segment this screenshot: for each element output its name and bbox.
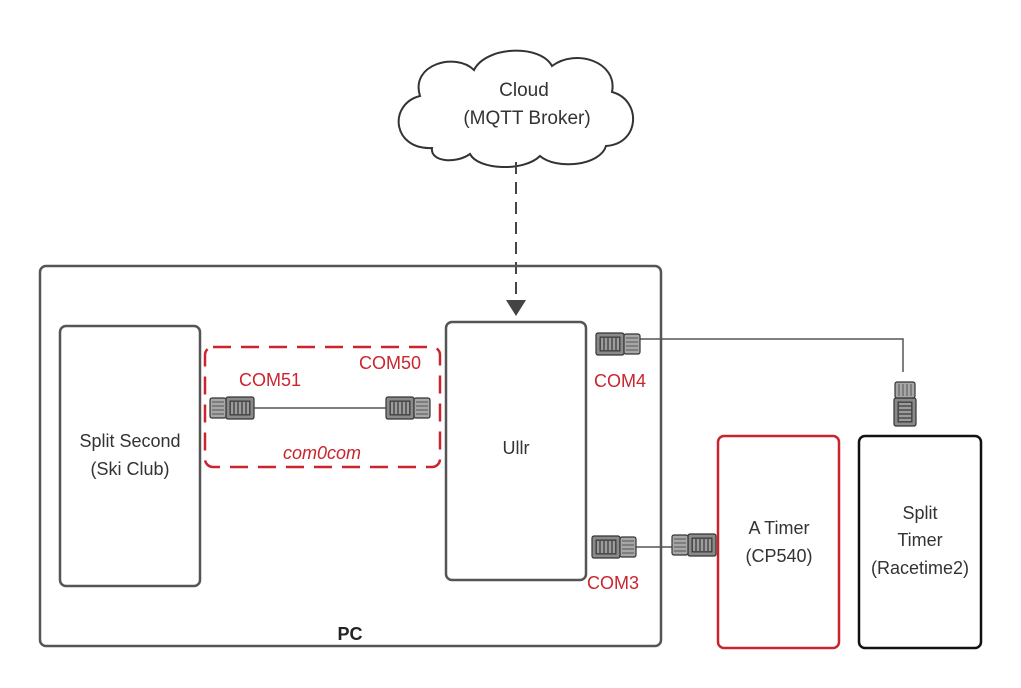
com50-connector-icon xyxy=(385,396,431,420)
split-timer-subtitle: (Racetime2) xyxy=(871,558,969,578)
com0com-box xyxy=(203,345,442,469)
cloud-node: Cloud (MQTT Broker) xyxy=(397,49,635,168)
split-timer-connector-icon xyxy=(893,381,917,427)
ullr-label: Ullr xyxy=(503,438,530,458)
split-timer-box xyxy=(857,434,983,650)
pc-container xyxy=(38,264,663,648)
split-second-title: Split Second xyxy=(79,431,180,451)
com3-connector-icon xyxy=(591,535,637,559)
com51-label: COM51 xyxy=(239,370,301,390)
cloud-shape xyxy=(397,49,635,168)
com0com-label: com0com xyxy=(283,443,361,463)
com4-label: COM4 xyxy=(594,371,646,391)
com50-label: COM50 xyxy=(359,353,421,373)
cloud-title: Cloud xyxy=(499,80,549,101)
com4-cable xyxy=(640,338,904,372)
split-timer-title: Split xyxy=(902,503,937,523)
split-second-subtitle: (Ski Club) xyxy=(90,459,169,479)
cloud-to-ullr-arrowhead xyxy=(506,300,526,316)
cloud-subtitle: (MQTT Broker) xyxy=(463,108,590,129)
a-timer-connector-icon xyxy=(671,533,717,557)
ullr-box xyxy=(444,320,588,582)
pc-label: PC xyxy=(337,624,362,644)
com4-connector-icon xyxy=(595,332,641,356)
a-timer-subtitle: (CP540) xyxy=(745,546,812,566)
split-second-box xyxy=(58,324,202,588)
split-timer-title-2: Timer xyxy=(897,530,942,550)
com51-connector-icon xyxy=(209,396,255,420)
a-timer-title: A Timer xyxy=(748,518,809,538)
com3-label: COM3 xyxy=(587,573,639,593)
a-timer-box xyxy=(716,434,841,650)
